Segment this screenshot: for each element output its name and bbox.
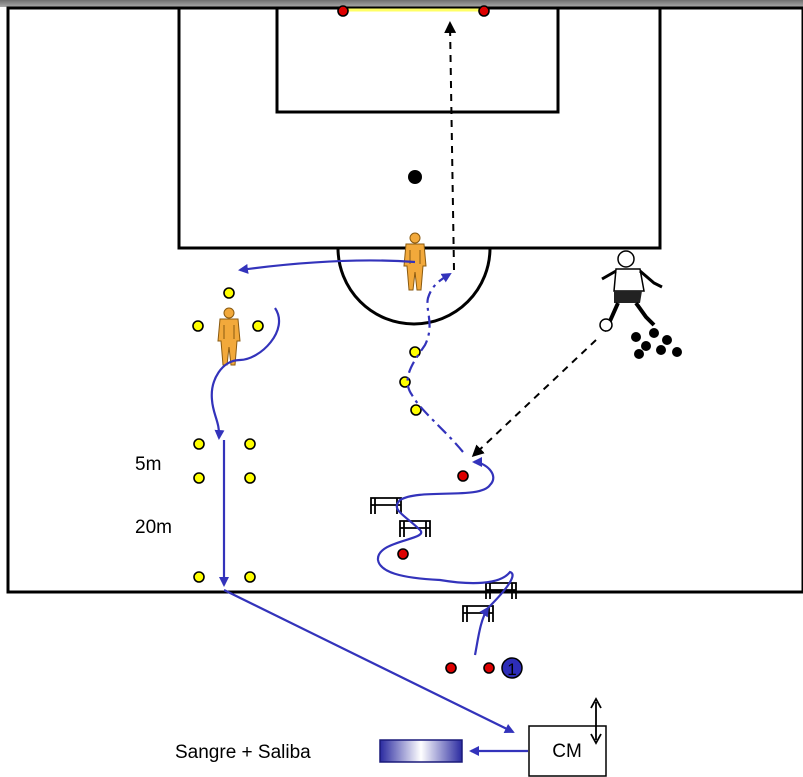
run-path [223,589,515,733]
cone-icon [193,571,205,583]
cone-icon [244,571,256,583]
distance-label-5m: 5m [135,454,161,475]
penalty-spot [408,170,422,184]
player-1: 1 [501,657,523,679]
mannequin-icon [217,307,241,366]
blood-saliva-label: Sangre + Saliba [175,742,311,763]
penalty-area [177,6,662,250]
ball-icon [662,335,672,345]
cone-icon [193,472,205,484]
goal-post-left [337,5,349,17]
run-path [473,606,490,656]
player-number: 1 [507,660,516,679]
pitch-outline [6,6,803,594]
sprint-lane-cones [193,438,256,583]
goal-post-right [478,5,490,17]
soccer-player-icon [599,250,663,333]
cone-icon [483,662,495,674]
cone-icon [192,320,204,332]
ball-icon [656,345,666,355]
cone-icon [410,404,422,416]
ball-icon [631,332,641,342]
shot-arrow [444,21,457,271]
penalty-arc [336,247,492,326]
ball-icon [672,347,682,357]
slalom-path [406,272,464,453]
hurdle-icon [399,520,431,538]
goal-area [275,6,560,114]
pass-arrow [471,339,597,458]
ball-icon [634,349,644,359]
pitch [6,5,803,594]
ball-icon [641,341,651,351]
ball-icon [649,328,659,338]
cone-icon [445,662,457,674]
top-bar [0,0,803,7]
run-path [210,307,281,440]
cone-icon [244,438,256,450]
cone-icon [244,472,256,484]
distance-label-20m: 20m [135,517,172,538]
vertical-arrow-icon [590,697,602,745]
cm-box [528,725,607,777]
sample-tube-icon [379,739,463,763]
cone-icon [223,287,235,299]
run-path [238,259,416,274]
cone-icon [252,320,264,332]
cone-icon [397,548,409,560]
run-path [376,457,514,609]
ball-pile [631,328,682,359]
cone-icon [457,470,469,482]
cm-label: CM [552,741,582,762]
cone-icon [193,438,205,450]
